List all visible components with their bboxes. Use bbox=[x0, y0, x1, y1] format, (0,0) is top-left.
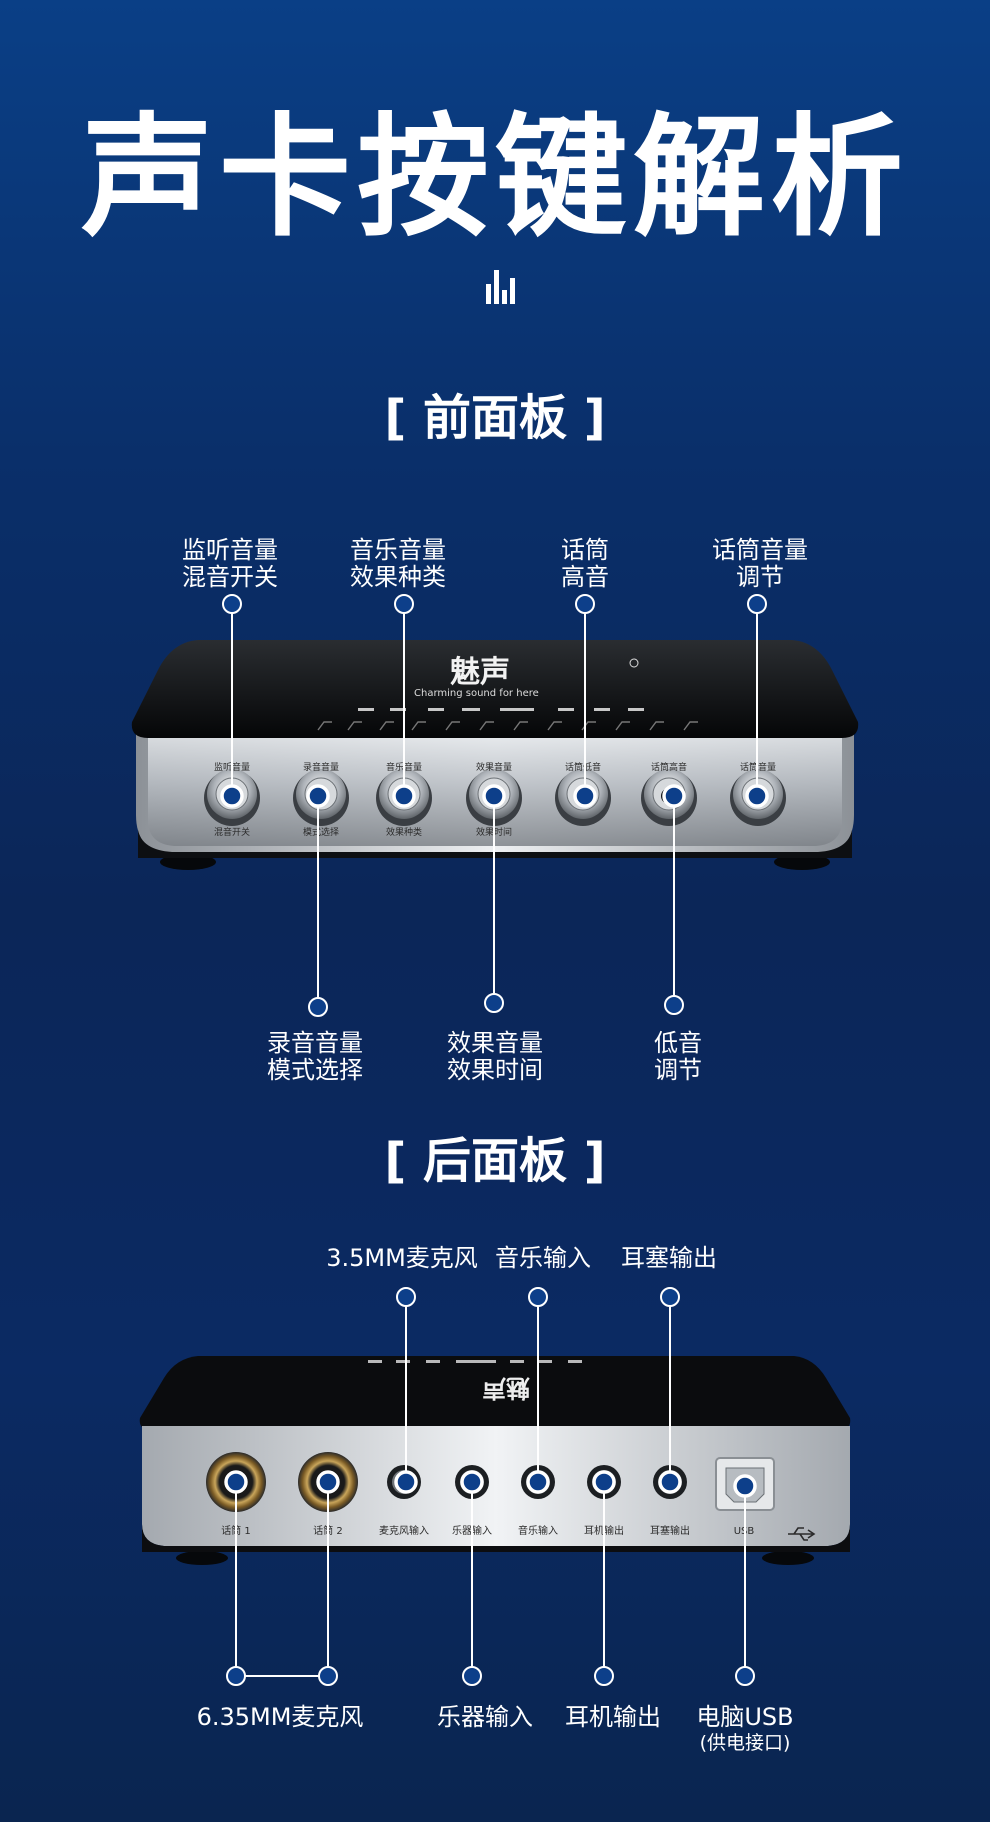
callout-record bbox=[306, 784, 330, 1017]
usb-icon bbox=[788, 1527, 816, 1541]
callout-35mic bbox=[394, 1287, 418, 1494]
back-label-headphone: 耳机输出 bbox=[565, 1703, 661, 1731]
callout-mic-treble bbox=[573, 594, 597, 808]
front-label-record: 录音音量模式选择 bbox=[267, 1029, 363, 1084]
back-label-earphone-out: 耳塞输出 bbox=[621, 1244, 717, 1272]
back-panel-title: [ 后面板 ] bbox=[384, 1133, 606, 1189]
knob-label-bottom: 效果种类 bbox=[386, 826, 422, 838]
callout-mic-volume bbox=[745, 594, 769, 808]
equalizer-icon bbox=[486, 270, 515, 304]
callout-headphone bbox=[592, 1470, 616, 1686]
callout-monitor bbox=[220, 594, 244, 808]
front-label-mic-volume: 话筒音量调节 bbox=[712, 536, 808, 591]
callout-mic1 bbox=[224, 1470, 248, 1686]
callout-effect bbox=[482, 784, 506, 1013]
knob-label-top: 效果音量 bbox=[476, 761, 512, 773]
port-label: 耳塞输出 bbox=[650, 1524, 690, 1537]
front-label-monitor: 监听音量混音开关 bbox=[182, 536, 278, 591]
knob-label-top: 录音音量 bbox=[303, 761, 339, 773]
port-label: 音乐输入 bbox=[518, 1524, 558, 1537]
front-label-music: 音乐音量效果种类 bbox=[350, 536, 446, 591]
callout-mic2 bbox=[316, 1470, 340, 1686]
page-title: 声卡按键解析 bbox=[81, 101, 909, 255]
front-label-bass: 低音调节 bbox=[654, 1029, 702, 1084]
knob-label-top: 话筒高音 bbox=[651, 761, 687, 773]
front-panel-title: [ 前面板 ] bbox=[384, 390, 606, 446]
knob-label-bottom: 模式选择 bbox=[303, 826, 339, 838]
callout-earphone-out bbox=[658, 1287, 682, 1494]
back-label-instrument: 乐器输入 bbox=[437, 1703, 533, 1731]
svg-text:Charming sound for here: Charming sound for here bbox=[414, 688, 539, 699]
knob-label-top: 话筒低音 bbox=[565, 761, 601, 773]
knob-label-bottom: 混音开关 bbox=[214, 826, 250, 838]
port-label: 麦克风输入 bbox=[379, 1524, 429, 1537]
back-label-usb: 电脑USB (供电接口) bbox=[696, 1703, 794, 1755]
front-label-mic-treble: 话筒高音 bbox=[561, 536, 609, 591]
callout-music bbox=[392, 594, 416, 808]
callout-bass bbox=[662, 784, 686, 1015]
back-label-music-in: 音乐输入 bbox=[495, 1244, 591, 1272]
callout-instrument bbox=[460, 1470, 484, 1686]
callout-usb bbox=[733, 1474, 757, 1686]
front-label-effect: 效果音量效果时间 bbox=[447, 1029, 543, 1084]
callout-music-in bbox=[526, 1287, 550, 1494]
back-label-635mic: 6.35MM麦克风 bbox=[196, 1703, 364, 1731]
brand-logo-inverted: 魅声 bbox=[482, 1374, 530, 1402]
brand-logo: 魅声 bbox=[450, 655, 510, 690]
back-label-35mic: 3.5MM麦克风 bbox=[326, 1244, 478, 1272]
